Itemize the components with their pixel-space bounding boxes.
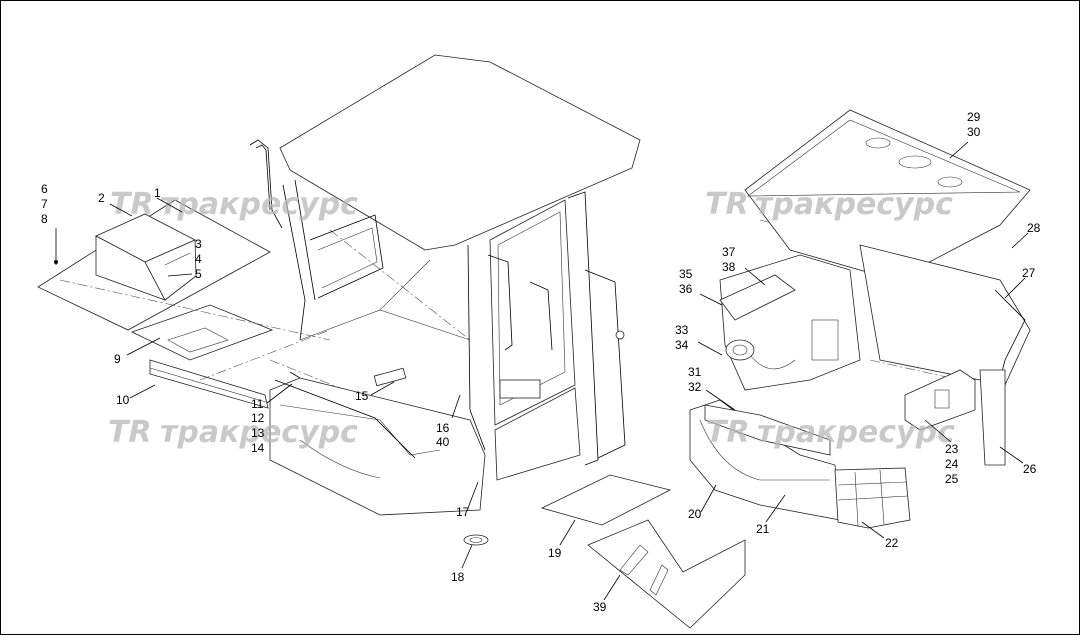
callout-4: 4	[195, 252, 202, 266]
rear-panel-27	[859, 244, 1031, 386]
pad-18	[463, 534, 489, 546]
callout-labels: 1 2 3 4 5 6 7 8 9 10 11 12 13 14 15 16 4…	[41, 110, 1041, 614]
watermark-bottom-left: TR тракресурс	[108, 415, 358, 450]
watermark-bottom-right: TR тракресурс	[706, 415, 955, 450]
callout-18: 18	[451, 570, 465, 584]
callout-32: 32	[688, 380, 702, 394]
duct-33-34	[725, 339, 755, 361]
callout-34: 34	[675, 338, 689, 352]
callout-27: 27	[1022, 266, 1036, 280]
callout-24: 24	[945, 457, 959, 471]
callout-17: 17	[456, 505, 470, 519]
callout-30: 30	[967, 125, 981, 139]
mat-19	[540, 474, 672, 526]
mat-39	[587, 519, 746, 629]
callout-39: 39	[593, 600, 607, 614]
filter-22	[834, 467, 911, 529]
callout-23: 23	[945, 442, 959, 456]
callout-10: 10	[116, 393, 130, 407]
watermark-text: тракресурс	[755, 187, 953, 222]
watermark-logo: TR	[110, 187, 154, 222]
watermark-logo: TR	[706, 415, 750, 450]
callout-12: 12	[251, 411, 265, 425]
watermark-top-right: TR тракресурс	[705, 187, 953, 222]
roof-liner-29-30	[744, 109, 1031, 281]
cab-roof	[279, 54, 641, 251]
callout-21: 21	[756, 522, 770, 536]
duct-20-21	[689, 399, 841, 521]
callout-36: 36	[679, 282, 693, 296]
callout-25: 25	[945, 472, 959, 486]
callout-19: 19	[548, 546, 562, 560]
callout-14: 14	[251, 441, 265, 455]
callout-28: 28	[1027, 221, 1041, 235]
callout-13: 13	[251, 426, 265, 440]
hvac-housing	[719, 254, 976, 431]
side-bracket-26	[979, 369, 1006, 466]
callout-15: 15	[355, 389, 369, 403]
callout-3: 3	[195, 237, 202, 251]
callout-7: 7	[41, 197, 48, 211]
control-box-2	[95, 213, 197, 301]
callout-9: 9	[114, 352, 121, 366]
bolt-6-8	[54, 228, 58, 265]
cab-frame	[249, 139, 626, 516]
watermark-text: тракресурс	[160, 415, 358, 450]
callout-26: 26	[1023, 462, 1037, 476]
callout-31: 31	[688, 365, 702, 379]
watermark-logo: TR	[705, 187, 749, 222]
watermark-top-left: TR тракресурс	[110, 187, 358, 222]
callout-16: 16	[436, 421, 450, 435]
callout-29: 29	[967, 110, 981, 124]
watermark-text: тракресурс	[160, 187, 358, 222]
callout-5: 5	[195, 267, 202, 281]
strip-10	[149, 359, 269, 409]
leader-lines	[109, 141, 1029, 601]
callout-38: 38	[722, 260, 736, 274]
callout-6: 6	[41, 182, 48, 196]
callout-8: 8	[41, 212, 48, 226]
callout-2: 2	[98, 191, 105, 205]
watermark-logo: TR	[108, 415, 152, 450]
callout-1: 1	[154, 186, 161, 200]
callout-40: 40	[436, 435, 450, 449]
callout-11: 11	[251, 397, 264, 411]
callout-22: 22	[885, 536, 899, 550]
callout-35: 35	[679, 267, 693, 281]
watermark-text: тракресурс	[757, 415, 955, 450]
callout-33: 33	[675, 323, 689, 337]
callout-37: 37	[722, 245, 736, 259]
mat-9	[130, 304, 274, 361]
callout-20: 20	[688, 507, 702, 521]
